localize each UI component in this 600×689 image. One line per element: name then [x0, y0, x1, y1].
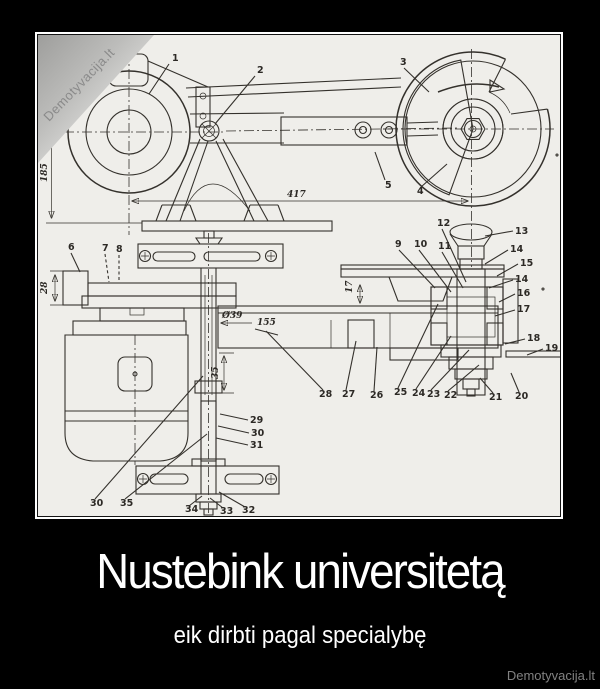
svg-text:21: 21 — [489, 392, 502, 403]
paper-speck — [541, 287, 545, 291]
svg-text:3: 3 — [400, 57, 407, 68]
svg-text:28: 28 — [40, 281, 50, 295]
svg-text:16: 16 — [517, 288, 531, 299]
svg-text:35: 35 — [211, 366, 221, 379]
svg-text:7: 7 — [102, 243, 109, 254]
svg-text:Ø39: Ø39 — [221, 310, 243, 321]
svg-text:30: 30 — [90, 498, 104, 509]
svg-text:1: 1 — [172, 53, 179, 64]
svg-text:2: 2 — [257, 65, 264, 76]
poster-subtitle: eik dirbti pagal specialybę — [173, 622, 427, 649]
svg-text:9: 9 — [395, 239, 402, 250]
svg-text:25: 25 — [394, 387, 407, 398]
site-watermark: Demotyvacija.lt — [506, 668, 595, 683]
svg-text:33: 33 — [220, 506, 233, 516]
technical-diagram: 1235467891011121314151416171819282726252… — [40, 49, 560, 516]
svg-text:417: 417 — [287, 190, 307, 200]
lower-view-spindle — [217, 153, 560, 397]
svg-text:12: 12 — [437, 218, 450, 229]
lower-view-base — [50, 230, 284, 516]
svg-text:28: 28 — [319, 389, 333, 400]
svg-text:15: 15 — [520, 258, 533, 269]
svg-text:23: 23 — [427, 389, 440, 400]
svg-text:6: 6 — [68, 242, 75, 253]
svg-text:13: 13 — [515, 226, 528, 237]
svg-text:4: 4 — [417, 186, 424, 197]
svg-text:22: 22 — [444, 390, 457, 401]
svg-text:26: 26 — [370, 390, 384, 401]
svg-text:155: 155 — [257, 318, 276, 328]
svg-text:5: 5 — [385, 180, 392, 191]
svg-text:30: 30 — [251, 428, 265, 439]
svg-text:10: 10 — [414, 239, 428, 250]
svg-text:29: 29 — [250, 415, 263, 426]
svg-text:27: 27 — [342, 389, 355, 400]
svg-text:19: 19 — [545, 343, 558, 354]
svg-text:17: 17 — [345, 280, 355, 293]
svg-text:11: 11 — [438, 241, 451, 252]
svg-text:185: 185 — [40, 163, 50, 182]
svg-text:14: 14 — [515, 274, 529, 285]
svg-text:14: 14 — [510, 244, 524, 255]
svg-text:8: 8 — [116, 244, 123, 255]
paper-speck — [555, 153, 559, 157]
svg-text:35: 35 — [120, 498, 133, 509]
svg-text:34: 34 — [185, 504, 199, 515]
svg-text:32: 32 — [242, 505, 255, 516]
svg-text:17: 17 — [517, 304, 530, 315]
svg-text:31: 31 — [250, 440, 263, 451]
poster-title: Nustebink universitetą — [96, 545, 505, 599]
svg-text:20: 20 — [515, 391, 529, 402]
svg-text:24: 24 — [412, 388, 426, 399]
upper-view — [46, 49, 554, 267]
svg-text:18: 18 — [527, 333, 541, 344]
